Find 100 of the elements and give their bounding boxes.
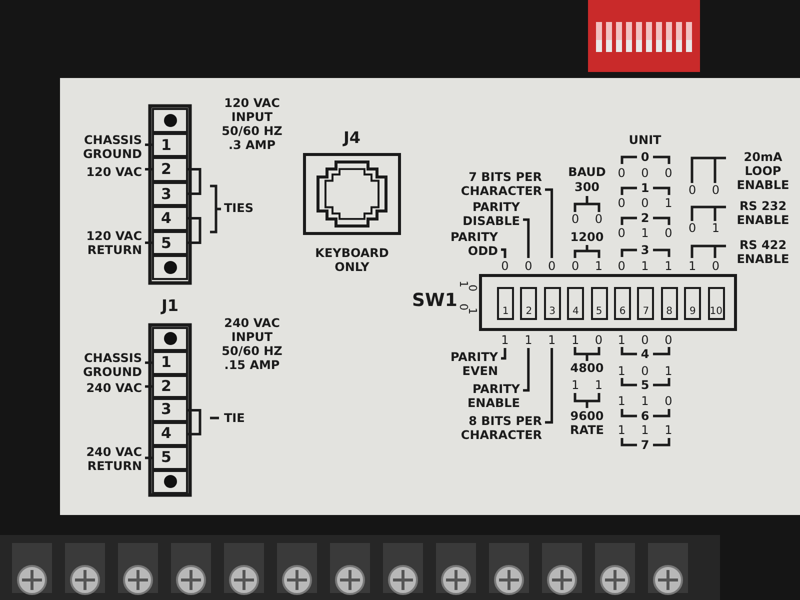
dip-switch: 7 (637, 287, 654, 320)
terminal-cell: 4 (152, 206, 188, 230)
terminal-label: 120 VAC RETURN (64, 229, 142, 257)
spec-text: 120 VAC INPUT 50/60 HZ .3 AMP (220, 96, 284, 152)
dip-switch: 8 (660, 287, 678, 320)
switch-setting: 0 (497, 259, 513, 273)
terminal-cell: 1 (152, 350, 188, 375)
switch-setting: 1 1 0 (616, 394, 674, 408)
switch-label: SW1 (412, 290, 458, 312)
spec-text: 240 VAC INPUT 50/60 HZ .15 AMP (220, 316, 284, 372)
on-off-mark: 0 (466, 284, 479, 293)
leader-line (145, 361, 152, 364)
dip-switch: 6 (614, 287, 631, 320)
terminal-cell: 5 (152, 230, 188, 255)
dip-switch: 1 (497, 287, 514, 320)
mode-label: 20mA LOOP ENABLE (736, 150, 790, 192)
terminal-label: 7 BITS PER CHARACTER (436, 170, 542, 198)
unit-number: 3 (640, 243, 650, 257)
connector-note: KEYBOARD ONLY (314, 246, 390, 274)
tie-label: TIE (224, 411, 245, 425)
unit-number: 2 (640, 211, 650, 225)
leader-line (523, 218, 530, 258)
switch-setting: 0 0 (570, 212, 604, 226)
leader-line (145, 144, 152, 146)
terminal-label: PARITY ODD (440, 230, 498, 258)
switch-setting: 0 1 (570, 259, 604, 273)
terminal-cell: 3 (152, 398, 188, 422)
switch-setting: 1 (497, 333, 513, 347)
switch-setting: 1 (544, 333, 560, 347)
terminal-label: 240 VAC RETURN (64, 445, 142, 473)
terminal-label: CHASSIS GROUND (64, 351, 142, 379)
unit-number: 7 (640, 438, 650, 452)
unit-number: 5 (640, 378, 650, 392)
switch-setting: 0 1 0 (616, 226, 674, 240)
terminal-label: CHASSIS GROUND (64, 133, 142, 161)
switch-setting: 0 (544, 259, 560, 273)
switch-setting: 0 1 (687, 221, 721, 235)
dip-switch: 4 (567, 287, 584, 320)
leader-line (145, 385, 152, 388)
unit-number: 6 (640, 409, 650, 423)
terminal-cell: 2 (152, 157, 188, 182)
leader-line (523, 348, 530, 392)
terminal-label: 240 VAC (64, 381, 142, 395)
dip-switch: 10 (708, 287, 725, 320)
terminal-label: 120 VAC (64, 165, 142, 179)
switch-setting: 1 1 1 (616, 423, 674, 437)
switch-setting: 1 1 (570, 378, 604, 392)
baud-rate-label: 1200 (569, 230, 605, 244)
terminal-cell: 1 (152, 132, 188, 157)
leader-line (145, 168, 152, 170)
leader-line (501, 348, 506, 360)
heading: UNIT (628, 133, 662, 147)
on-off-mark: 1 (466, 308, 479, 316)
baud-rate-label: 9600 (569, 409, 605, 423)
terminal-label: PARITY ENABLE (452, 382, 520, 410)
terminal-cell: 3 (152, 182, 188, 206)
switch-setting: 1 0 1 (616, 364, 674, 378)
leader-line (545, 188, 554, 258)
mode-label: RS 232 ENABLE (736, 199, 790, 227)
unit-number: 1 (640, 181, 650, 195)
dip-switch: 2 (520, 287, 538, 320)
leader-line (145, 456, 152, 460)
jumper-wire (188, 168, 202, 195)
switch-setting: 1 0 0 (616, 333, 674, 347)
on-off-mark: 1 (456, 280, 470, 288)
dip-switch: 9 (684, 287, 702, 320)
terminal-cell: 4 (152, 422, 188, 446)
switch-setting: 0 0 (687, 183, 721, 197)
leader-line (145, 242, 152, 244)
switch-setting: 0 0 0 (616, 166, 674, 180)
jumper-wire (188, 217, 202, 244)
terminal-label: 8 BITS PER CHARACTER (436, 414, 542, 442)
heading: BAUD (567, 165, 607, 179)
unit-number: 4 (640, 347, 650, 361)
terminal-label: PARITY DISABLE (452, 200, 520, 228)
switch-setting: 1 0 (570, 333, 604, 347)
switch-setting: 0 1 1 (616, 259, 674, 273)
switch-setting: 1 0 (687, 259, 721, 273)
unit-number: 0 (640, 150, 650, 164)
switch-setting: 0 (520, 259, 536, 273)
leader-line (545, 348, 554, 424)
dip-switch: 5 (590, 287, 608, 320)
terminal-cell (152, 108, 188, 132)
leader-line (501, 248, 506, 258)
terminal-cell (152, 470, 188, 494)
dip-switch: 3 (544, 287, 561, 320)
terminal-cell (152, 327, 188, 351)
terminal-cell (152, 255, 188, 280)
connector-label: J1 (160, 296, 180, 316)
tie-label: TIES (224, 201, 254, 215)
baud-rate-label: RATE (569, 423, 605, 437)
switch-setting: 1 (520, 333, 536, 347)
jumper-wire (188, 409, 202, 436)
terminal-label: PARITY EVEN (440, 350, 498, 378)
baud-rate-label: 4800 (569, 361, 605, 375)
mode-label: RS 422 ENABLE (736, 238, 790, 266)
connector-label: J4 (342, 128, 362, 148)
baud-rate-label: 300 (573, 180, 601, 194)
terminal-cell: 2 (152, 374, 188, 398)
on-off-mark: 0 (456, 302, 470, 310)
